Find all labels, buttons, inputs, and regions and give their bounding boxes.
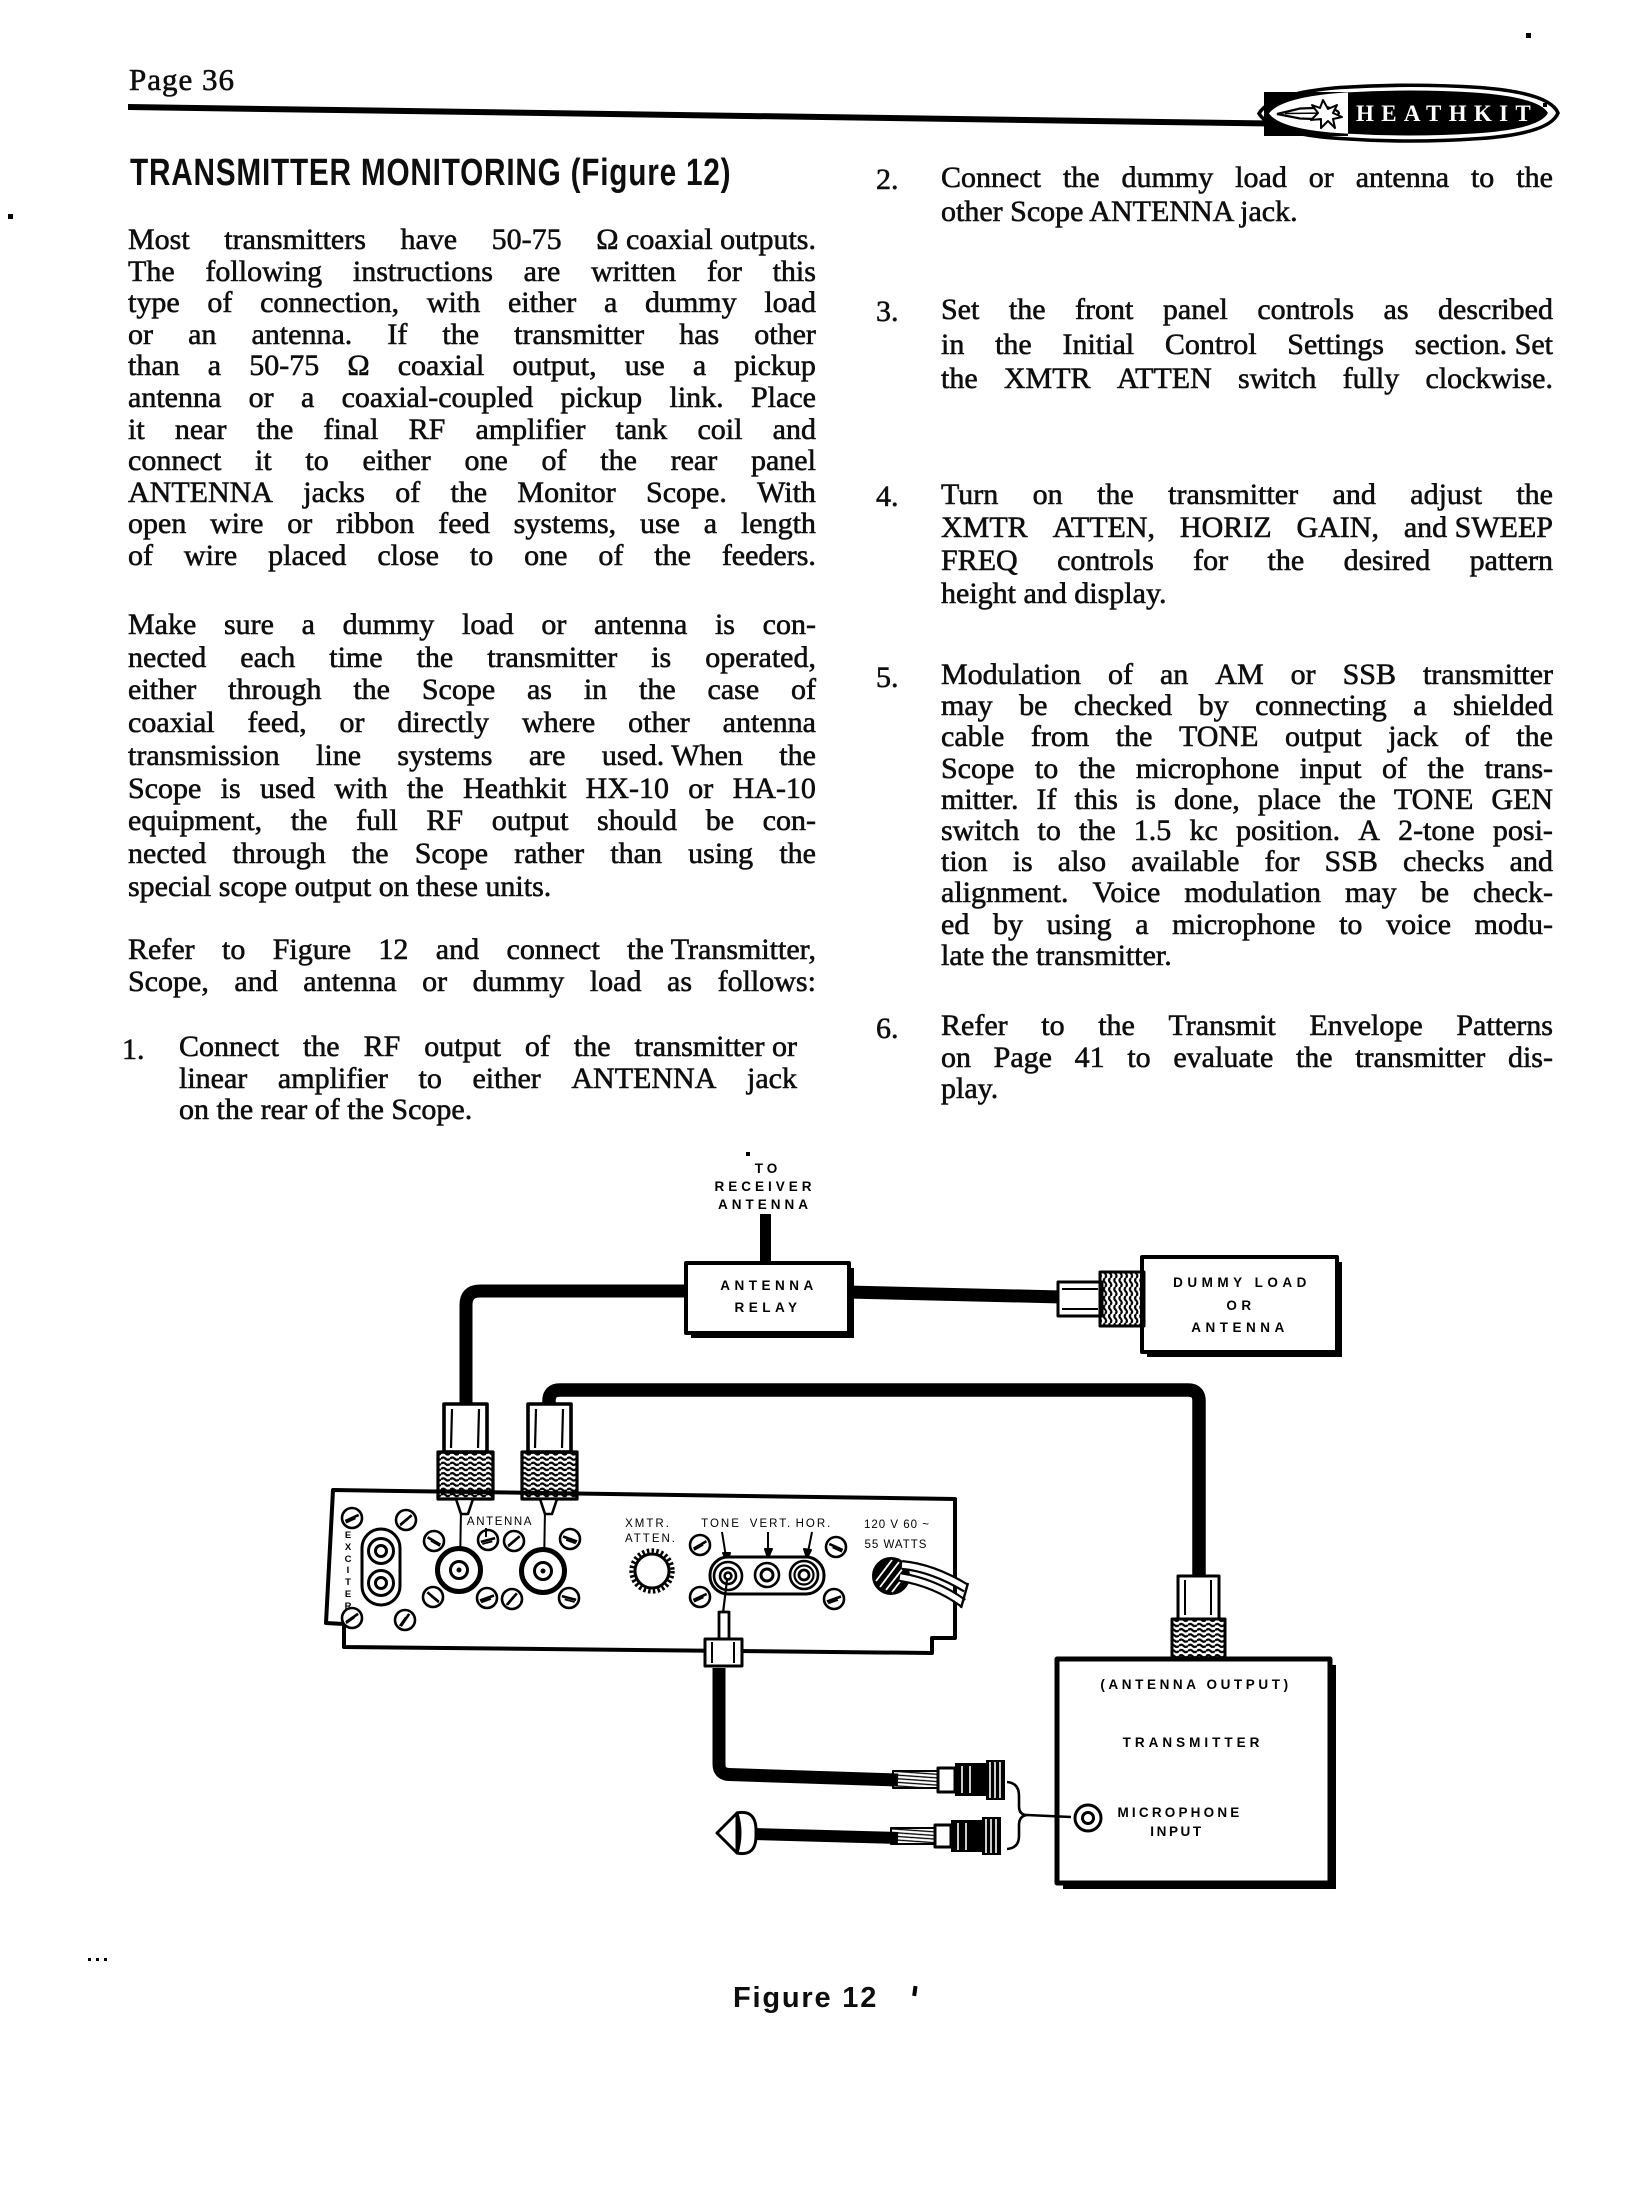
svg-text:DUMMY LOAD: DUMMY LOAD xyxy=(1173,1275,1311,1290)
svg-text:T: T xyxy=(345,1577,351,1588)
svg-text:TONE: TONE xyxy=(701,1518,741,1530)
svg-text:ANTENNA: ANTENNA xyxy=(467,1516,533,1528)
svg-text:TO: TO xyxy=(755,1161,782,1176)
svg-text:RELAY: RELAY xyxy=(734,1300,801,1315)
svg-text:ANTENNA: ANTENNA xyxy=(1191,1320,1289,1335)
svg-text:HEATHKIT: HEATHKIT xyxy=(1356,101,1538,126)
svg-text:E: E xyxy=(345,1530,351,1541)
svg-text:C: C xyxy=(345,1554,352,1565)
svg-text:ANTENNA: ANTENNA xyxy=(720,1278,818,1293)
svg-text:55 WATTS: 55 WATTS xyxy=(865,1539,928,1551)
svg-text:VERT.: VERT. xyxy=(750,1518,792,1530)
svg-text:MICROPHONE: MICROPHONE xyxy=(1117,1805,1242,1820)
svg-text:HOR.: HOR. xyxy=(796,1518,833,1530)
svg-text:I: I xyxy=(347,1565,350,1576)
svg-text:XMTR.: XMTR. xyxy=(625,1518,671,1530)
svg-text:ATTEN.: ATTEN. xyxy=(625,1533,677,1545)
svg-text:ANTENNA: ANTENNA xyxy=(718,1197,812,1212)
svg-text:(ANTENNA OUTPUT): (ANTENNA OUTPUT) xyxy=(1100,1677,1291,1692)
svg-text:RECEIVER: RECEIVER xyxy=(714,1179,815,1194)
svg-text:TRANSMITTER: TRANSMITTER xyxy=(1123,1735,1264,1750)
svg-text:120 V 60 ~: 120 V 60 ~ xyxy=(864,1519,930,1531)
svg-text:OR: OR xyxy=(1226,1298,1255,1313)
svg-text:INPUT: INPUT xyxy=(1150,1824,1204,1839)
svg-text:R: R xyxy=(345,1601,352,1612)
svg-text:E: E xyxy=(345,1589,351,1600)
svg-text:X: X xyxy=(345,1542,352,1553)
